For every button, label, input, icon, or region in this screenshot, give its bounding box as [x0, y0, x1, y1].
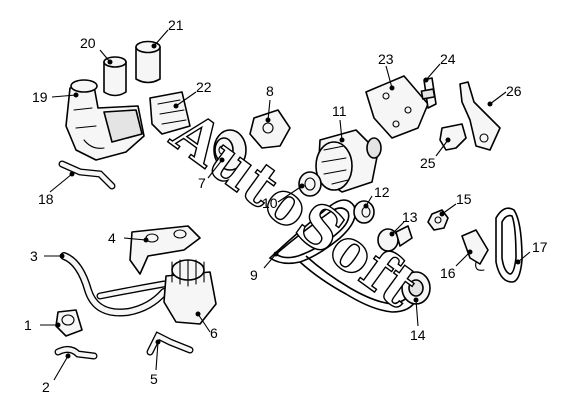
callout-3: 3 [30, 248, 38, 264]
callout-2: 2 [42, 379, 50, 395]
callout-numbers: 1 2 3 4 5 6 7 8 9 10 11 12 13 14 15 16 1… [24, 17, 548, 395]
part-12-idler-roller [353, 200, 375, 224]
part-2-bracket-clip [54, 345, 98, 360]
callout-24: 24 [440, 51, 456, 67]
callout-23: 23 [378, 51, 394, 67]
callout-5: 5 [150, 371, 158, 387]
leader-lines [40, 29, 531, 381]
callout-16: 16 [440, 265, 456, 281]
part-15-nut [427, 209, 449, 231]
part-5-pipe [146, 331, 194, 356]
part-6-pump [163, 259, 217, 325]
callout-6: 6 [210, 325, 218, 341]
part-19-pump-housing [65, 79, 145, 161]
callout-26: 26 [506, 83, 522, 99]
part-24-sensor [420, 77, 437, 109]
callout-13: 13 [402, 209, 418, 225]
callout-20: 20 [80, 35, 96, 51]
callout-17: 17 [532, 239, 548, 255]
callout-18: 18 [38, 191, 54, 207]
part-14-pulley [401, 271, 431, 305]
callout-19: 19 [32, 89, 48, 105]
callout-22: 22 [196, 79, 212, 95]
callout-12: 12 [374, 184, 390, 200]
part-17-loop-belt [495, 207, 523, 283]
part-26-arm-sensor [459, 81, 501, 151]
part-23-bracket-plate [365, 75, 429, 139]
callout-25: 25 [420, 155, 436, 171]
callout-4: 4 [108, 230, 116, 246]
part-18-bent-tube [58, 160, 116, 190]
callout-21: 21 [168, 17, 184, 33]
callout-14: 14 [410, 327, 426, 343]
part-16-bracket [461, 229, 489, 271]
part-11-alternator [315, 129, 382, 193]
callout-8: 8 [266, 83, 274, 99]
part-8-bracket [249, 109, 291, 149]
callout-9: 9 [250, 267, 258, 283]
part-3-hose [60, 252, 168, 317]
callout-15: 15 [456, 191, 472, 207]
part-10-pulley [298, 171, 322, 197]
part-20-filter-cartridge [103, 56, 127, 97]
callout-11: 11 [332, 103, 347, 119]
callout-10: 10 [262, 195, 278, 211]
callout-1: 1 [24, 317, 32, 333]
callout-7: 7 [198, 175, 206, 191]
part-22-module [149, 91, 191, 135]
part-25-bracket [439, 123, 467, 151]
part-21-filter-cartridge [135, 40, 161, 84]
part-1-fitting [55, 309, 83, 337]
